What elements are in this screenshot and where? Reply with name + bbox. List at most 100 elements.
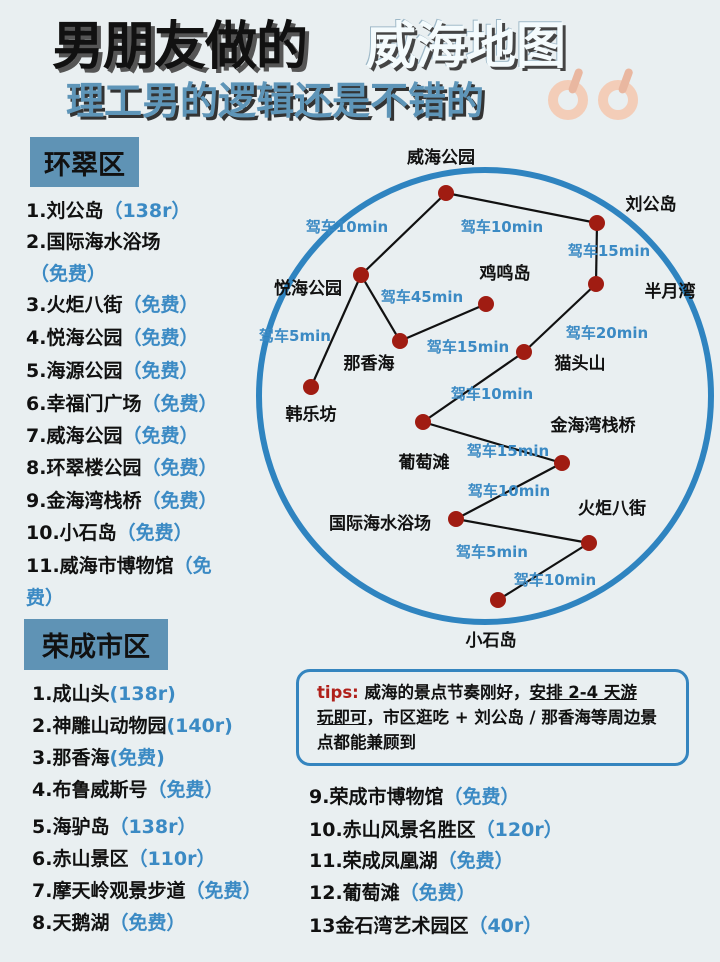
ok-hand-icon bbox=[598, 68, 638, 120]
list-item: 11.威海市博物馆（免费） bbox=[26, 550, 212, 614]
place-label: 威海公园 bbox=[407, 147, 475, 168]
tips-label: tips: bbox=[317, 683, 359, 702]
list-item: 4.布鲁威斯号（免费） bbox=[32, 774, 223, 806]
list-item: 1.成山头(138r) bbox=[32, 678, 176, 710]
place-name: 10.小石岛 bbox=[26, 522, 117, 544]
place-name: 4.布鲁威斯号 bbox=[32, 779, 148, 801]
tips-highlight: 玩即可 bbox=[317, 708, 367, 727]
list-item: 9.金海湾栈桥（免费） bbox=[26, 485, 217, 517]
price: （免费） bbox=[147, 779, 224, 801]
list-item: 3.那香海(免费) bbox=[32, 742, 165, 774]
list-item: 8.天鹅湖（免费） bbox=[32, 907, 185, 939]
price: （免费） bbox=[141, 457, 218, 479]
route-line bbox=[455, 462, 563, 520]
place-name: 9.荣成市博物馆 bbox=[309, 786, 444, 808]
place-label: 猫头山 bbox=[555, 353, 606, 374]
price: （免费） bbox=[437, 850, 514, 872]
route-line bbox=[523, 283, 597, 353]
place-name: 2.神雕山动物园 bbox=[32, 715, 167, 737]
place-name: 5.海源公园 bbox=[26, 360, 123, 382]
list-item: 4.悦海公园（免费） bbox=[26, 322, 198, 354]
route-line bbox=[497, 542, 590, 601]
place-name: 1.刘公岛 bbox=[26, 200, 104, 222]
price: （110r） bbox=[128, 848, 216, 870]
place-label: 金海湾栈桥 bbox=[550, 415, 637, 436]
route-line bbox=[399, 302, 487, 343]
route-line bbox=[455, 517, 590, 545]
drive-time-label: 驾车10min bbox=[514, 571, 596, 589]
place-node bbox=[303, 379, 319, 395]
place-name: 3.那香海 bbox=[32, 747, 110, 769]
place-name: 7.威海公园 bbox=[26, 425, 123, 447]
place-node bbox=[392, 333, 408, 349]
place-label: 国际海水浴场 bbox=[329, 513, 431, 534]
place-node bbox=[438, 185, 454, 201]
place-node bbox=[589, 215, 605, 231]
price: （免费） bbox=[399, 882, 476, 904]
drive-time-label: 驾车10min bbox=[461, 218, 543, 236]
place-name: 7.摩天岭观景步道 bbox=[32, 880, 186, 902]
list-item: 3.火炬八街（免费） bbox=[26, 289, 198, 321]
place-name: 13金石湾艺术园区 bbox=[309, 915, 469, 937]
list-item: 12.葡萄滩（免费） bbox=[309, 877, 476, 909]
place-name: 9.金海湾栈桥 bbox=[26, 490, 142, 512]
tips-text: ，市区逛吃 + 刘公岛 / 那香海等周边景点都能兼顾到 bbox=[317, 708, 657, 752]
place-name: 1.成山头 bbox=[32, 683, 110, 705]
price: （免费） bbox=[141, 393, 218, 415]
place-node bbox=[478, 296, 494, 312]
price: (138r) bbox=[109, 683, 176, 705]
list-item: 13金石湾艺术园区（40r） bbox=[309, 910, 542, 942]
place-name: 10.赤山风景名胜区 bbox=[309, 819, 476, 841]
place-label: 半月湾 bbox=[645, 281, 696, 302]
place-name: 11.荣成凤凰湖 bbox=[309, 850, 438, 872]
route-line bbox=[360, 192, 447, 276]
place-label: 葡萄滩 bbox=[398, 452, 450, 473]
route-line bbox=[422, 420, 563, 465]
route-line bbox=[360, 274, 401, 342]
drive-time-label: 驾车10min bbox=[306, 218, 388, 236]
drive-time-label: 驾车15min bbox=[467, 442, 549, 460]
place-name: 2.国际海水浴场 bbox=[26, 231, 161, 253]
list-item: 11.荣成凤凰湖（免费） bbox=[309, 845, 514, 877]
ok-hand-icon bbox=[548, 68, 588, 120]
price: （免费） bbox=[30, 263, 107, 285]
place-name: 3.火炬八街 bbox=[26, 294, 123, 316]
price: （138r） bbox=[109, 816, 197, 838]
price: （免费） bbox=[116, 522, 193, 544]
list-item: 6.赤山景区（110r） bbox=[32, 843, 215, 875]
place-name: 8.环翠楼公园 bbox=[26, 457, 142, 479]
place-name: 6.赤山景区 bbox=[32, 848, 129, 870]
price: （免 bbox=[173, 555, 212, 577]
list-item: 8.环翠楼公园（免费） bbox=[26, 452, 217, 484]
route-line bbox=[422, 351, 525, 423]
list-item: 10.赤山风景名胜区（120r） bbox=[309, 814, 563, 846]
place-label: 火炬八街 bbox=[578, 498, 646, 519]
list-item: 1.刘公岛（138r） bbox=[26, 195, 190, 227]
place-name: 6.幸福门广场 bbox=[26, 393, 142, 415]
place-node bbox=[588, 276, 604, 292]
drive-time-label: 驾车45min bbox=[381, 288, 463, 306]
price: (免费) bbox=[109, 747, 165, 769]
place-name: 11.威海市博物馆 bbox=[26, 555, 174, 577]
drive-time-label: 驾车5min bbox=[456, 543, 528, 561]
drive-time-label: 驾车20min bbox=[566, 324, 648, 342]
tips-box: tips: 威海的景点节奏刚好，安排 2-4 天游玩即可，市区逛吃 + 刘公岛 … bbox=[296, 669, 689, 766]
price: (140r) bbox=[166, 715, 233, 737]
place-name: 5.海驴岛 bbox=[32, 816, 110, 838]
price: （免费） bbox=[122, 360, 199, 382]
list-item: 2.神雕山动物园(140r) bbox=[32, 710, 233, 742]
list-item: 5.海源公园（免费） bbox=[26, 355, 198, 387]
place-node bbox=[353, 267, 369, 283]
place-name: 8.天鹅湖 bbox=[32, 912, 110, 934]
list-item: 2.国际海水浴场 （免费） bbox=[26, 226, 160, 290]
drive-time-label: 驾车15min bbox=[427, 338, 509, 356]
price: （120r） bbox=[475, 819, 563, 841]
list-item: 6.幸福门广场（免费） bbox=[26, 388, 217, 420]
title-part1: 男朋友做的 bbox=[52, 17, 308, 77]
rongcheng-header: 荣成市区 bbox=[24, 619, 168, 670]
list-item: 7.摩天岭观景步道（免费） bbox=[32, 875, 261, 907]
drive-time-label: 驾车5min bbox=[259, 327, 331, 345]
place-node bbox=[490, 592, 506, 608]
place-label: 悦海公园 bbox=[274, 278, 342, 299]
